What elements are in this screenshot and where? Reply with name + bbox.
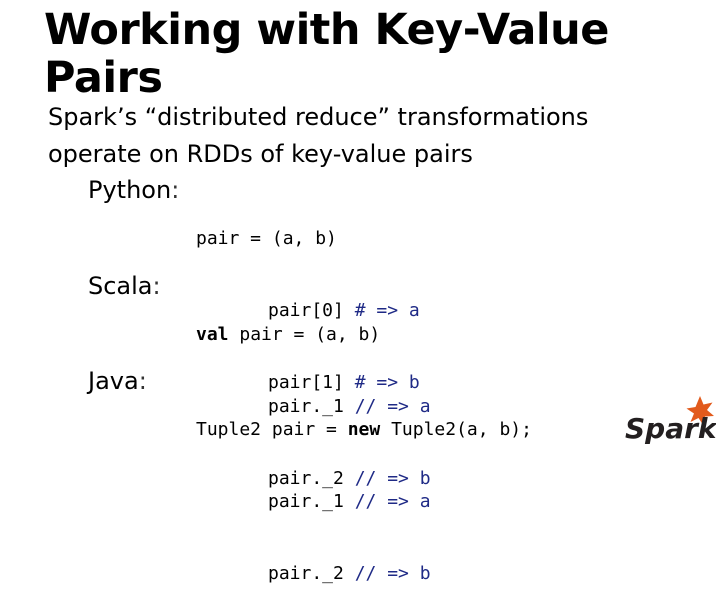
python-label-text: Python [88, 176, 172, 204]
python-code-line-3: pair[1] # => b [196, 371, 420, 395]
java-code-expr-1: pair._1 [268, 491, 344, 512]
java-code-line-1-start: Tuple2 pair = [196, 419, 348, 440]
scala-code-comment-1: // => a [354, 396, 431, 417]
scala-label-text: Scala [88, 272, 153, 300]
python-code-expr-0: pair[0] [268, 300, 344, 321]
java-code-expr-2: pair._2 [268, 563, 344, 584]
python-code-line-1: pair = (a, b) [196, 228, 337, 249]
java-code-line-1-end: Tuple2(a, b); [380, 419, 532, 440]
python-code-expr-1: pair[1] [268, 372, 344, 393]
java-label-colon: : [138, 367, 147, 395]
python-label: Python: [88, 176, 179, 204]
spark-star-icon [686, 396, 714, 426]
java-keyword-new: new [347, 419, 381, 440]
spark-logo-text: Spark [625, 412, 716, 445]
java-label: Java: [88, 367, 147, 395]
python-code-comment-0: # => a [354, 300, 420, 321]
java-label-text: Java [88, 367, 139, 395]
subtitle-line-1: Spark’s “distributed reduce” transformat… [48, 103, 589, 131]
subtitle-line-2: operate on RDDs of key-value pairs [48, 140, 473, 168]
slide-subtitle: Spark’s “distributed reduce” transformat… [48, 99, 648, 173]
scala-keyword-val: val [196, 324, 229, 345]
scala-code-line-2: pair._1 // => a [196, 395, 431, 419]
python-code-line-2: pair[0] # => a [196, 299, 420, 323]
java-code-line-1: Tuple2 pair = new Tuple2(a, b); [196, 418, 532, 442]
scala-code-expr-1: pair._1 [268, 396, 344, 417]
scala-code-line-1: val pair = (a, b) [196, 323, 431, 347]
scala-label: Scala: [88, 272, 161, 300]
spark-logo-graphic: Spark [625, 396, 719, 445]
java-code-comment-2: // => b [354, 563, 431, 584]
python-label-colon: : [171, 176, 180, 204]
java-code-line-3: pair._2 // => b [196, 562, 532, 586]
spark-logo: Spark [624, 396, 719, 446]
python-code: pair = (a, b) pair[0] # => a pair[1] # =… [196, 179, 420, 419]
java-code-line-2: pair._1 // => a [196, 490, 532, 514]
scala-code-line-1-rest: pair = (a, b) [228, 324, 381, 345]
slide-title: Working with Key-Value Pairs [44, 5, 609, 103]
python-code-comment-1: # => b [354, 372, 420, 393]
java-code: Tuple2 pair = new Tuple2(a, b); pair._1 … [196, 370, 532, 610]
scala-label-colon: : [152, 272, 161, 300]
java-code-comment-1: // => a [354, 491, 431, 512]
